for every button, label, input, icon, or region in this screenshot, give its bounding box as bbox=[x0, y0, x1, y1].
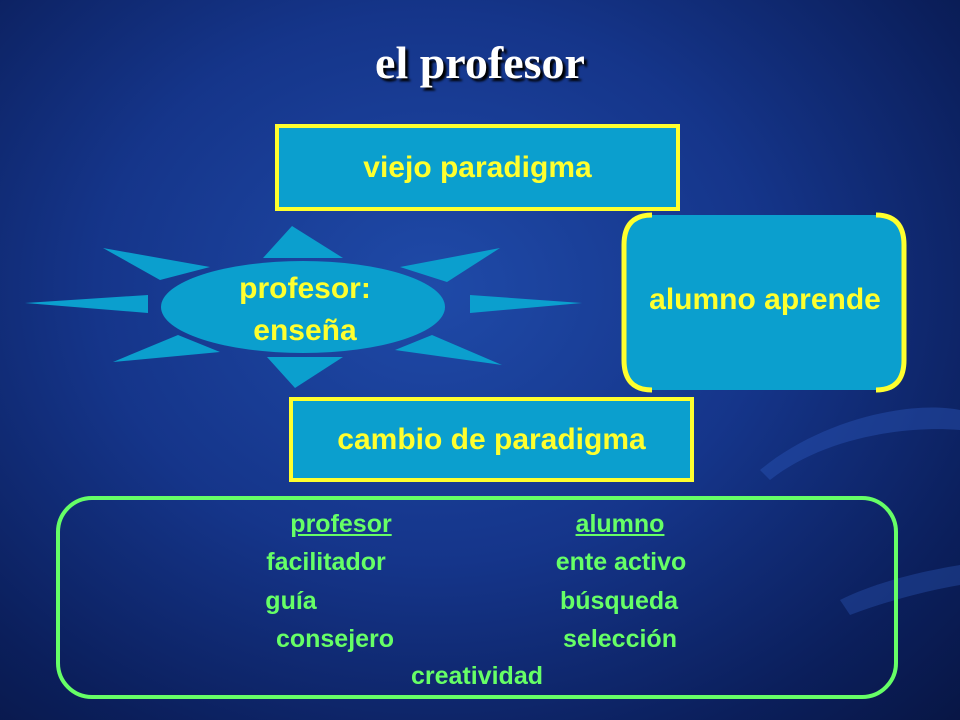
sun-ray-top bbox=[263, 226, 343, 258]
sun-ray-lower-right bbox=[395, 335, 502, 365]
sun-ray-lower-left bbox=[113, 335, 220, 362]
teacher-column-header: profesor bbox=[290, 510, 392, 538]
student-column-header: alumno bbox=[575, 510, 665, 538]
sun-ray-upper-right bbox=[400, 248, 500, 282]
student-role-item: creatividad bbox=[410, 662, 544, 690]
student-learns-label: alumno aprende bbox=[649, 283, 881, 316]
student-learns-box bbox=[624, 215, 906, 390]
teacher-role-item: guía bbox=[265, 587, 317, 615]
roles-panel bbox=[56, 496, 898, 699]
old-paradigm-box: viejo paradigma bbox=[275, 124, 680, 211]
student-role-item: ente activo bbox=[555, 548, 687, 576]
sun-ray-upper-left bbox=[103, 248, 210, 280]
sun-line-1: profesor: bbox=[239, 272, 371, 305]
student-role-item: selección bbox=[563, 625, 677, 653]
sun-ray-left bbox=[25, 295, 148, 313]
sun-center bbox=[161, 261, 445, 353]
teacher-role-item: consejero bbox=[275, 625, 395, 653]
teacher-role-item: facilitador bbox=[266, 548, 386, 576]
student-role-item: búsqueda bbox=[559, 587, 679, 615]
teacher-teaches-label: profesor: enseña bbox=[185, 268, 425, 352]
sun-ray-bottom bbox=[267, 357, 343, 388]
sun-ray-right bbox=[470, 295, 582, 313]
page-title: el profesor bbox=[375, 37, 585, 88]
paradigm-shift-box: cambio de paradigma bbox=[289, 397, 694, 482]
sun-line-2: enseña bbox=[253, 314, 357, 347]
